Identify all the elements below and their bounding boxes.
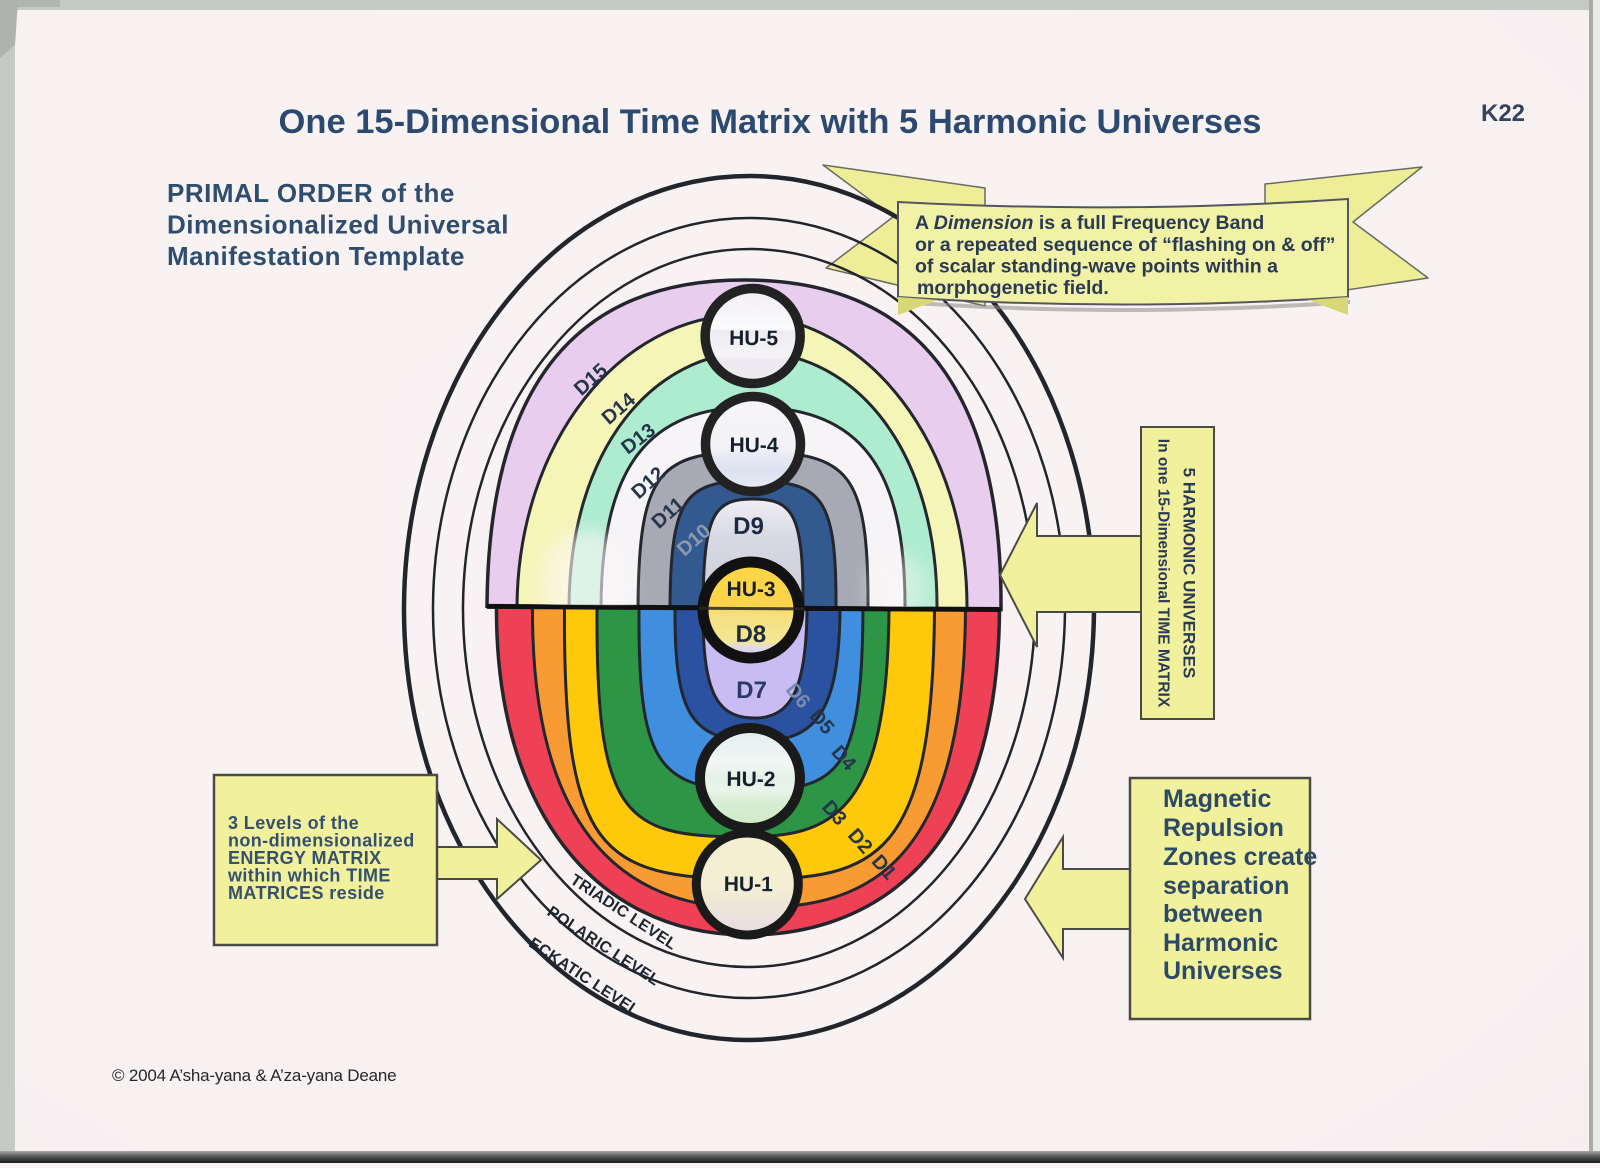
svg-text:One 15-Dimensional Time Matrix: One 15-Dimensional Time Matrix with 5 Ha…	[279, 103, 1262, 141]
svg-text:3 Levels of the: 3 Levels of the	[228, 813, 359, 833]
svg-text:D8: D8	[735, 621, 766, 648]
svg-text:HU-4: HU-4	[729, 434, 778, 457]
svg-text:Dimensionalized Universal: Dimensionalized Universal	[167, 210, 509, 240]
svg-text:HU-1: HU-1	[724, 873, 773, 896]
svg-text:A Dimension is a full Frequen: A Dimension is a full Frequency Band	[915, 212, 1264, 234]
svg-text:separation: separation	[1163, 872, 1289, 900]
svg-text:within which TIME: within which TIME	[227, 866, 391, 886]
svg-text:Magnetic: Magnetic	[1163, 785, 1271, 813]
svg-text:morphogenetic field.: morphogenetic field.	[917, 277, 1109, 299]
svg-text:K22: K22	[1481, 100, 1525, 127]
svg-text:MATRICES reside: MATRICES reside	[228, 883, 385, 903]
svg-text:5 HARMONIC UNIVERSES: 5 HARMONIC UNIVERSES	[1180, 468, 1199, 679]
svg-text:Repulsion: Repulsion	[1163, 814, 1284, 842]
svg-text:Harmonic: Harmonic	[1163, 929, 1278, 957]
svg-text:Manifestation Template: Manifestation Template	[167, 241, 465, 271]
svg-text:In one 15-Dimensional TIME MAT: In one 15-Dimensional TIME MATRIX	[1155, 439, 1172, 708]
svg-text:HU-2: HU-2	[726, 768, 775, 791]
svg-text:ENERGY MATRIX: ENERGY MATRIX	[228, 848, 382, 868]
svg-text:or a repeated sequence of “fla: or a repeated sequence of “flashing on &…	[915, 234, 1335, 256]
svg-text:Zones create: Zones create	[1163, 843, 1317, 871]
svg-text:of scalar standing-wave points: of scalar standing-wave points within a	[915, 256, 1278, 278]
svg-text:HU-3: HU-3	[727, 578, 776, 601]
svg-text:between: between	[1163, 900, 1263, 928]
svg-text:© 2004 A’sha-yana & A’za-yana: © 2004 A’sha-yana & A’za-yana Deane	[112, 1066, 396, 1085]
svg-text:HU-5: HU-5	[729, 327, 778, 350]
svg-text:Universes: Universes	[1163, 957, 1283, 985]
svg-text:PRIMAL ORDER of the: PRIMAL ORDER of the	[167, 178, 455, 208]
svg-text:non-dimensionalized: non-dimensionalized	[228, 831, 415, 851]
svg-text:D7: D7	[736, 677, 767, 704]
svg-text:D9: D9	[733, 513, 764, 540]
